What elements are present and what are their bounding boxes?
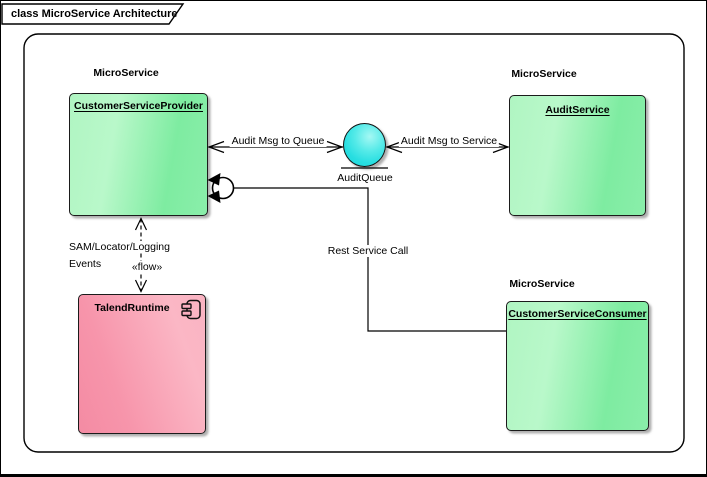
label-flow-stereotype: «flow» (129, 261, 165, 273)
node-audit-queue[interactable] (343, 123, 386, 167)
node-title-customer-service-consumer: CustomerServiceConsumer (508, 308, 647, 320)
arrowhead-up (134, 217, 148, 231)
label-audit-msg-to-queue: Audit Msg to Queue (229, 135, 327, 147)
node-talend-runtime[interactable]: TalendRuntime (78, 294, 206, 434)
node-audit-service[interactable]: AuditService (509, 95, 646, 216)
label-rest-service-call: Rest Service Call (325, 245, 411, 257)
stereotype-label-provider: MicroService (93, 67, 159, 79)
connector-sam-flow[interactable] (134, 217, 148, 293)
component-icon (181, 299, 201, 320)
arrowhead-left (207, 140, 225, 154)
audit-queue-label: AuditQueue (337, 172, 393, 184)
stereotype-label-consumer: MicroService (509, 278, 575, 290)
node-title-audit-service: AuditService (545, 104, 610, 116)
node-customer-service-consumer[interactable]: CustomerServiceConsumer (506, 301, 649, 431)
frame-title: class MicroService Architecture (11, 8, 178, 20)
stereotype-label-audit-service: MicroService (511, 68, 577, 80)
node-customer-service-provider[interactable]: CustomerServiceProvider (69, 93, 208, 216)
label-sam-flow-line2: Events (67, 258, 104, 270)
connector-rest-service-call[interactable] (233, 187, 507, 332)
label-sam-flow-line1: SAM/Locator/Logging (67, 241, 172, 253)
circular-arrows-icon[interactable] (207, 173, 235, 203)
arrowhead-down (134, 279, 148, 293)
arrowhead-right (326, 140, 344, 154)
label-audit-msg-to-service: Audit Msg to Service (398, 135, 500, 147)
node-title-customer-service-provider: CustomerServiceProvider (74, 100, 203, 112)
